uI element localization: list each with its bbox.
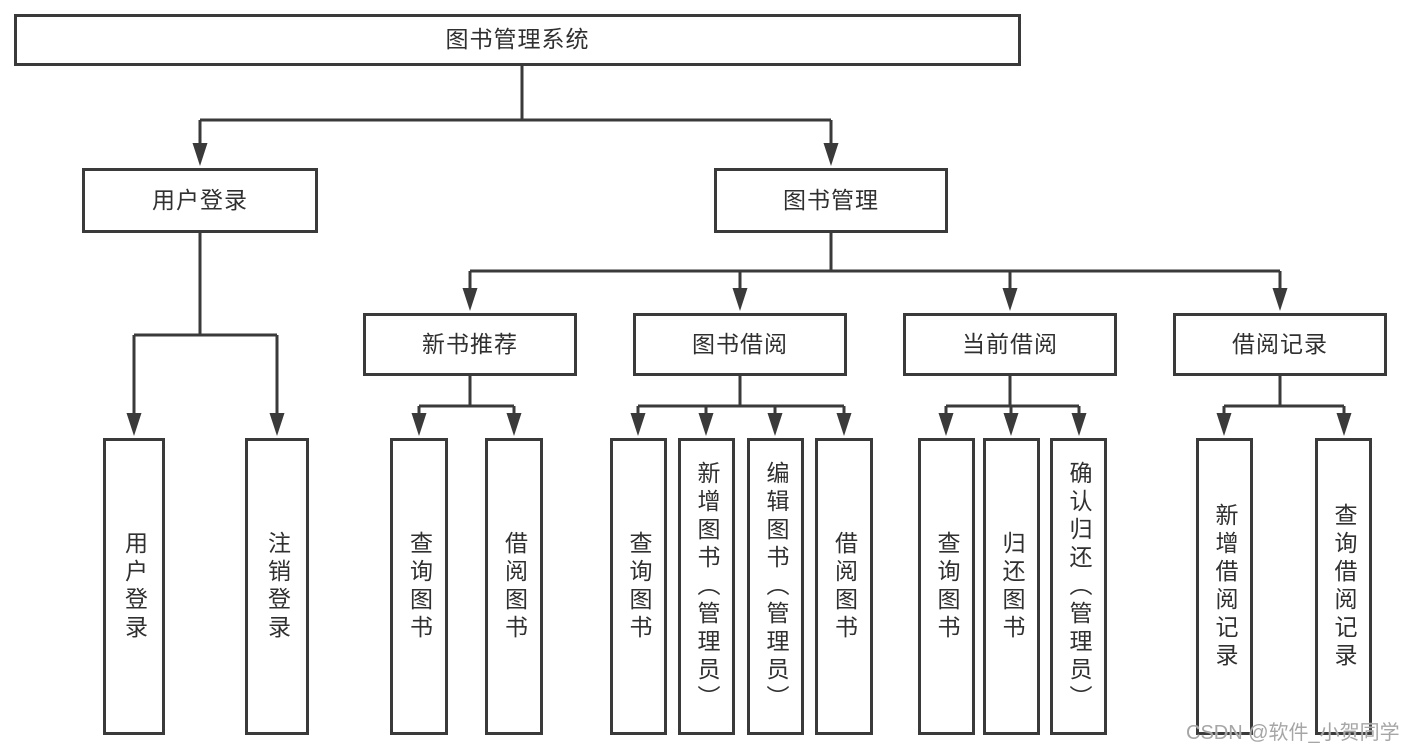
node-book-borrowing: 图书借阅 [633,313,847,376]
node-query-books-current: 查询图书 [918,438,975,735]
node-query-books-recommend: 查询图书 [390,438,448,735]
node-borrowing-records: 借阅记录 [1173,313,1387,376]
node-query-books-borrow: 查询图书 [610,438,667,735]
node-new-book-recommend: 新书推荐 [363,313,577,376]
node-query-borrow-record: 查询借阅记录 [1315,438,1372,735]
watermark: CSDN @软件_小贺同学 [1186,722,1400,744]
node-confirm-return-admin: 确认归还（管理员） [1050,438,1107,735]
node-root: 图书管理系统 [14,14,1021,66]
node-current-borrowing: 当前借阅 [903,313,1117,376]
node-return-books: 归还图书 [983,438,1040,735]
node-user-login: 用户登录 [103,438,165,735]
node-book-management: 图书管理 [714,168,948,233]
node-borrow-books-recommend: 借阅图书 [485,438,543,735]
node-edit-books-admin: 编辑图书（管理员） [747,438,804,735]
node-add-books-admin: 新增图书（管理员） [678,438,735,735]
node-logout: 注销登录 [245,438,309,735]
node-user-login-group: 用户登录 [82,168,318,233]
node-add-borrow-record: 新增借阅记录 [1196,438,1253,735]
node-borrow-books: 借阅图书 [815,438,873,735]
